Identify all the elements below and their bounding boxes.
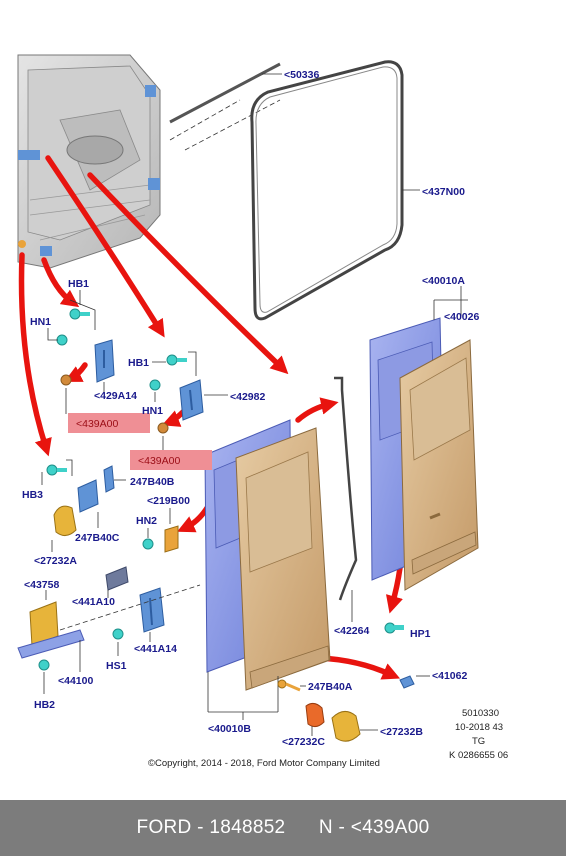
label-40010A: <40010A bbox=[422, 275, 465, 287]
highlight-box-439A00-a bbox=[68, 413, 150, 433]
label-hs1: HS1 bbox=[106, 660, 127, 672]
label-40010B: <40010B bbox=[208, 723, 251, 735]
label-439A00-b: <439A00 bbox=[138, 455, 180, 467]
label-247B40C: 247B40C bbox=[75, 532, 120, 544]
label-27232C: <27232C bbox=[282, 736, 325, 748]
label-43758: <43758 bbox=[24, 579, 59, 591]
door-check-seal-42264 bbox=[334, 376, 358, 622]
middle-hinge-group bbox=[149, 351, 228, 450]
footer-part-number: FORD - 1848852 bbox=[136, 817, 286, 838]
label-hn1-mid: HN1 bbox=[142, 405, 163, 417]
hinge-mount-icon bbox=[18, 150, 40, 160]
diagram-date: 10-2018 43 bbox=[455, 722, 503, 733]
diagram-ref: K 0286655 06 bbox=[449, 750, 508, 761]
footer-bar: FORD - 1848852 N - <439A00 bbox=[0, 800, 566, 856]
label-441A14: <441A14 bbox=[134, 643, 177, 655]
label-40026: <40026 bbox=[444, 311, 479, 323]
diagram-number: 5010330 bbox=[462, 708, 499, 719]
lower-lock-group bbox=[41, 459, 179, 553]
label-247B40A: 247B40A bbox=[308, 681, 353, 693]
footer-spacer bbox=[285, 817, 318, 839]
label-hb1-top: HB1 bbox=[68, 278, 89, 290]
label-hn1-top: HN1 bbox=[30, 316, 51, 328]
highlight-box-439A00-b bbox=[130, 450, 212, 470]
label-247B40B: 247B40B bbox=[130, 476, 175, 488]
label-41062: <41062 bbox=[432, 670, 467, 682]
bottom-latch-group bbox=[17, 566, 201, 694]
label-hb3: HB3 bbox=[22, 489, 43, 501]
label-429A14: <429A14 bbox=[94, 390, 137, 402]
diagram-code: TG bbox=[472, 736, 485, 747]
lower-latch-parts bbox=[277, 679, 378, 742]
label-441A10: <441A10 bbox=[72, 596, 115, 608]
door-40010A bbox=[369, 286, 479, 591]
upper-hinge-group bbox=[47, 290, 115, 414]
copyright-notice: ©Copyright, 2014 - 2018, Ford Motor Comp… bbox=[148, 758, 380, 769]
footer-reference: N - <439A00 bbox=[318, 817, 430, 838]
label-hb1-mid: HB1 bbox=[128, 357, 149, 369]
label-437N00: <437N00 bbox=[422, 186, 465, 198]
label-hb2: HB2 bbox=[34, 699, 55, 711]
label-27232B: <27232B bbox=[380, 726, 423, 738]
door-40010B bbox=[204, 419, 331, 720]
label-hp1: HP1 bbox=[410, 628, 431, 640]
label-42264: <42264 bbox=[334, 625, 369, 637]
label-50336: <50336 bbox=[284, 69, 319, 81]
van-body-illustration bbox=[17, 54, 161, 269]
label-44100: <44100 bbox=[58, 675, 93, 687]
label-27232A: <27232A bbox=[34, 555, 77, 567]
door-seal-437N00 bbox=[250, 60, 420, 321]
label-42982: <42982 bbox=[230, 391, 265, 403]
weatherstrip-50336 bbox=[169, 62, 282, 151]
striker-41062 bbox=[399, 675, 430, 689]
label-219B00: <219B00 bbox=[147, 495, 190, 507]
label-hn2: HN2 bbox=[136, 515, 157, 527]
label-439A00-a: <439A00 bbox=[76, 418, 118, 430]
parts-diagram: <50336 <437N00 <40010A <40026 bbox=[17, 54, 508, 769]
